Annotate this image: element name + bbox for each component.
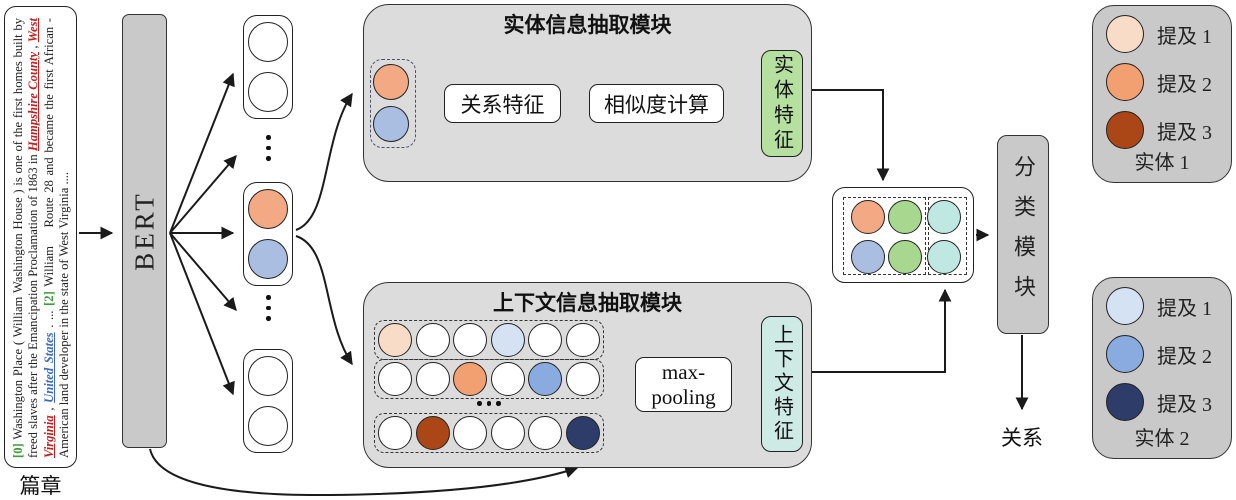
mention2-color-swatch — [1106, 63, 1144, 101]
token-embedding-box-top — [243, 15, 293, 119]
legend-label: 提及 3 — [1157, 121, 1212, 144]
entity1-mention-circle — [373, 64, 409, 100]
legend-row: 提及 3 — [1106, 111, 1212, 149]
context-token-row-1 — [374, 320, 604, 360]
fusion-circle-context-feature — [927, 240, 961, 274]
bert-label: BERT — [129, 191, 159, 271]
document-caption: 篇章 — [19, 474, 62, 498]
feature-fusion-box — [832, 187, 974, 283]
doc-text-segment: , — [41, 402, 56, 416]
context-token-row-2 — [374, 359, 604, 399]
entity1-mention-hampshire-county: Hampshire County — [26, 51, 41, 152]
mention1-color-swatch — [1106, 287, 1144, 325]
context-token-circle — [565, 416, 600, 450]
legend-label: 提及 1 — [1157, 297, 1212, 320]
context-module-title: 上下文信息抽取模块 — [493, 291, 682, 315]
ellipsis-horizontal-icon — [477, 401, 501, 406]
legend-row: 提及 2 — [1106, 63, 1212, 101]
context-token-circle — [565, 323, 600, 357]
legend-title: 实体 1 — [1134, 152, 1190, 174]
token-circle — [248, 72, 288, 112]
context-token-circle — [453, 416, 488, 450]
context-token-circle — [528, 323, 563, 357]
context-token-circle — [415, 416, 450, 450]
mention2-color-swatch — [1106, 335, 1144, 373]
context-token-row-3 — [374, 413, 604, 453]
doc-text-segment: , — [26, 42, 41, 52]
token-embedding-box-bottom — [243, 349, 293, 453]
context-feature-box: 上下文特征 — [761, 316, 803, 452]
classification-module-box: 分类模块 — [997, 135, 1049, 334]
token-circle — [248, 406, 288, 446]
legend-label: 提及 2 — [1157, 73, 1212, 96]
fusion-circle-entity-feature — [888, 240, 922, 274]
entity1-mention-circle — [248, 189, 288, 229]
context-token-circle — [415, 323, 450, 357]
context-token-circle — [528, 416, 563, 450]
fusion-circle-entity2 — [851, 240, 885, 274]
fused-entity-dashed-box — [843, 197, 926, 275]
context-token-circle — [378, 323, 412, 357]
ellipsis-vertical-icon — [266, 295, 271, 321]
entity-info-module — [363, 4, 812, 182]
entity-feature-box: 实体特征 — [761, 50, 803, 157]
token-embedding-box-mentions — [243, 182, 293, 286]
legend-row: 提及 1 — [1106, 287, 1212, 325]
fused-context-dashed-box — [928, 197, 967, 275]
relation-feature-box: 关系特征 — [444, 84, 561, 123]
relation-output-label: 关系 — [1001, 426, 1043, 450]
context-token-circle — [490, 323, 525, 357]
fusion-circle-context-feature — [927, 200, 961, 234]
legend-entity1: 提及 1 提及 2 提及 3 实体 1 — [1092, 5, 1232, 183]
context-token-circle — [453, 323, 488, 357]
mention1-color-swatch — [1106, 15, 1144, 53]
context-token-circle — [453, 362, 488, 396]
entity-module-title: 实体信息抽取模块 — [503, 13, 672, 37]
legend-label: 提及 2 — [1157, 345, 1212, 368]
entity2-mention-circle — [248, 239, 288, 279]
sentence-marker-0: [0] — [11, 443, 25, 458]
legend-label: 提及 3 — [1157, 393, 1212, 416]
ellipsis-vertical-icon — [266, 135, 271, 161]
context-token-circle — [490, 416, 525, 450]
context-token-circle — [378, 362, 412, 396]
context-token-circle — [490, 362, 525, 396]
entity2-mention-united-states: United States — [41, 332, 56, 403]
max-pooling-box: max- pooling — [635, 357, 732, 412]
context-token-circle — [528, 362, 563, 396]
context-token-circle — [415, 362, 450, 396]
legend-row: 提及 1 — [1106, 15, 1212, 53]
legend-title: 实体 2 — [1134, 428, 1190, 450]
entity2-mention-circle — [373, 106, 409, 142]
max-pooling-line1: max- — [661, 359, 706, 384]
document-text: [0] Washington Place ( William Washingto… — [11, 18, 73, 458]
mention3-color-swatch — [1106, 111, 1144, 149]
token-circle — [248, 22, 288, 62]
document-box — [4, 6, 77, 468]
bert-encoder-box: BERT — [122, 14, 167, 448]
fusion-circle-entity1 — [851, 200, 885, 234]
legend-row: 提及 2 — [1106, 335, 1212, 373]
sentence-marker-2: [2] — [41, 291, 56, 306]
legend-entity2: 提及 1 提及 2 提及 3 实体 2 — [1092, 277, 1232, 459]
mention3-color-swatch — [1106, 383, 1144, 421]
similarity-computation-box: 相似度计算 — [589, 84, 724, 123]
fusion-circle-entity-feature — [888, 200, 922, 234]
legend-row: 提及 3 — [1106, 383, 1212, 421]
context-token-circle — [378, 416, 412, 450]
legend-label: 提及 1 — [1157, 25, 1212, 48]
token-circle — [248, 356, 288, 396]
context-token-circle — [565, 362, 600, 396]
max-pooling-line2: pooling — [651, 384, 716, 409]
mention-pair-dashed-box — [370, 59, 416, 148]
doc-text-segment: . ... — [41, 305, 56, 333]
